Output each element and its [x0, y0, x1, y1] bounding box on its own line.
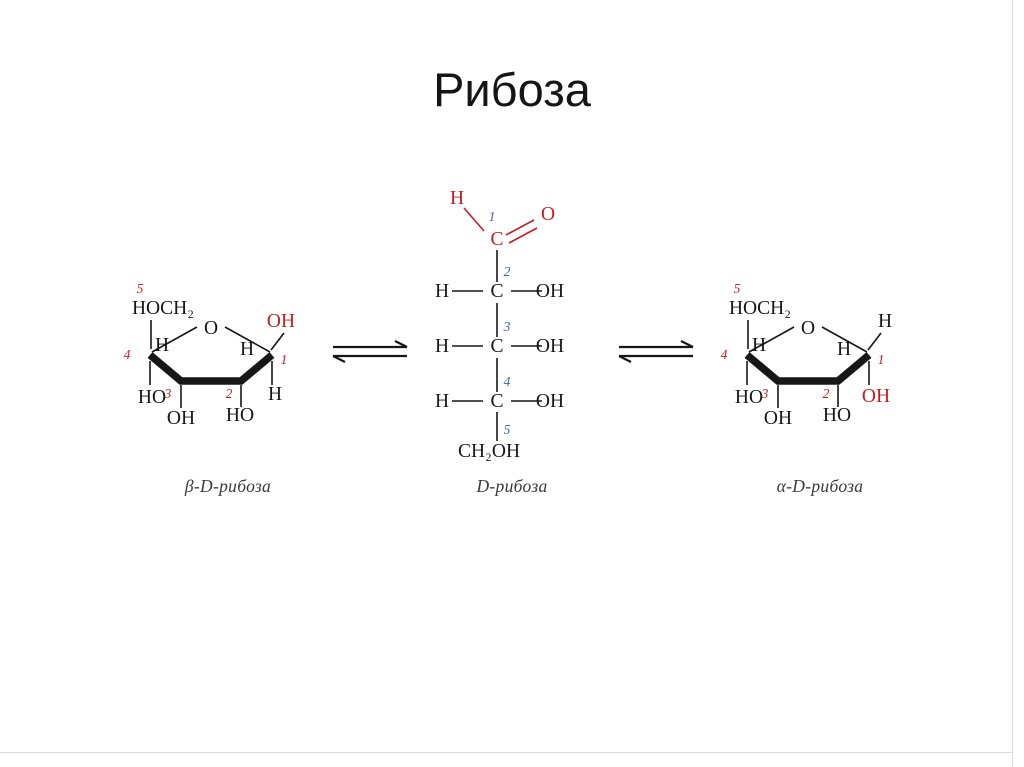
fischer-c4-label: C: [490, 391, 503, 412]
alpha-d-ribose-structure: 5 HOCH₂ O H 4 H H 1 HO 3 OH 2 HO OH α-D-…: [721, 281, 892, 496]
slide-title: Рибоза: [433, 63, 591, 116]
alpha-locant-3: 3: [761, 386, 769, 401]
beta-locant-3: 3: [164, 386, 172, 401]
equilibrium-arrows-right: [618, 340, 694, 363]
alpha-ring-front-bond: [744, 352, 872, 385]
fischer-c1-label: C: [490, 229, 503, 250]
fischer-c4-oh-label: OH: [536, 391, 564, 412]
alpha-c2-ho-label: HO: [823, 405, 851, 426]
fischer-c3-oh-label: OH: [536, 336, 564, 357]
alpha-locant-1: 1: [878, 352, 885, 367]
alpha-c4-ho-label: HO: [735, 387, 763, 408]
fischer-c2-oh-label: OH: [536, 281, 564, 302]
arrow-right-head: [394, 340, 408, 348]
beta-hoch2-label: HOCH₂: [132, 298, 194, 319]
fischer-double-bond-2: [508, 227, 538, 244]
beta-bond-c1-up: [270, 332, 285, 351]
alpha-caption: α-D-рибоза: [777, 476, 864, 496]
equilibrium-arrows-left: [332, 340, 408, 363]
fischer-bond-h-c1: [463, 207, 485, 232]
fischer-locant-2: 2: [504, 264, 511, 279]
d-ribose-fischer-structure: H 1 C O H C 2 OH H C 3 OH H C 4 OH 5 CH₂…: [435, 188, 564, 496]
fischer-c2-label: C: [490, 281, 503, 302]
fischer-c3-h-label: H: [435, 336, 449, 357]
fischer-locant-5: 5: [504, 422, 511, 437]
beta-c3-oh-label: OH: [167, 408, 195, 429]
beta-c2-ho-label: HO: [226, 405, 254, 426]
fischer-carbonyl-o-label: O: [541, 204, 555, 225]
fischer-c2-h-label: H: [435, 281, 449, 302]
alpha-bond-o-c1: [821, 326, 868, 353]
alpha-c3-oh-label: OH: [764, 408, 792, 429]
fischer-locant-1: 1: [489, 209, 496, 224]
alpha-c1-oh-down-label: OH: [862, 386, 890, 407]
alpha-locant-4: 4: [721, 347, 728, 362]
beta-locant-5: 5: [137, 281, 144, 296]
alpha-locant-2: 2: [823, 386, 830, 401]
beta-c1-oh-up-label: OH: [267, 311, 295, 332]
arrow-left-head: [332, 355, 346, 363]
fischer-locant-3: 3: [503, 319, 511, 334]
beta-locant-2: 2: [226, 386, 233, 401]
alpha-ring-oxygen-label: O: [801, 318, 815, 339]
alpha-c2-h-label: H: [837, 339, 851, 360]
fischer-ch2oh-label: CH₂OH: [458, 441, 520, 462]
fischer-double-bond-1: [505, 219, 535, 236]
fischer-c4-h-label: H: [435, 391, 449, 412]
beta-locant-1: 1: [281, 352, 288, 367]
fischer-locant-4: 4: [504, 374, 511, 389]
beta-bond-o-c1: [224, 326, 271, 353]
alpha-bond-c1-up: [867, 332, 882, 351]
beta-locant-4: 4: [124, 347, 131, 362]
fischer-aldehyde-h-label: H: [450, 188, 464, 209]
beta-c4-ho-label: HO: [138, 387, 166, 408]
arrow-right-head: [680, 340, 694, 348]
fischer-c3-label: C: [490, 336, 503, 357]
alpha-c1-h-up-label: H: [878, 311, 892, 332]
beta-ring-oxygen-label: O: [204, 318, 218, 339]
beta-caption: β-D-рибоза: [184, 476, 271, 496]
beta-c4-h-label: H: [155, 335, 169, 356]
fischer-caption: D-рибоза: [475, 476, 547, 496]
alpha-c4-h-label: H: [752, 335, 766, 356]
arrow-left-head: [618, 355, 632, 363]
beta-d-ribose-structure: 5 HOCH₂ O OH 4 H H 1 HO 3 OH 2 HO H β-D-…: [124, 281, 295, 496]
beta-c2-h-label: H: [240, 339, 254, 360]
beta-bond-o-c4: [151, 326, 198, 353]
beta-c1-h-down-label: H: [268, 384, 282, 405]
beta-ring-front-bond: [147, 352, 275, 385]
alpha-locant-5: 5: [734, 281, 741, 296]
alpha-hoch2-label: HOCH₂: [729, 298, 791, 319]
alpha-bond-o-c4: [748, 326, 795, 353]
